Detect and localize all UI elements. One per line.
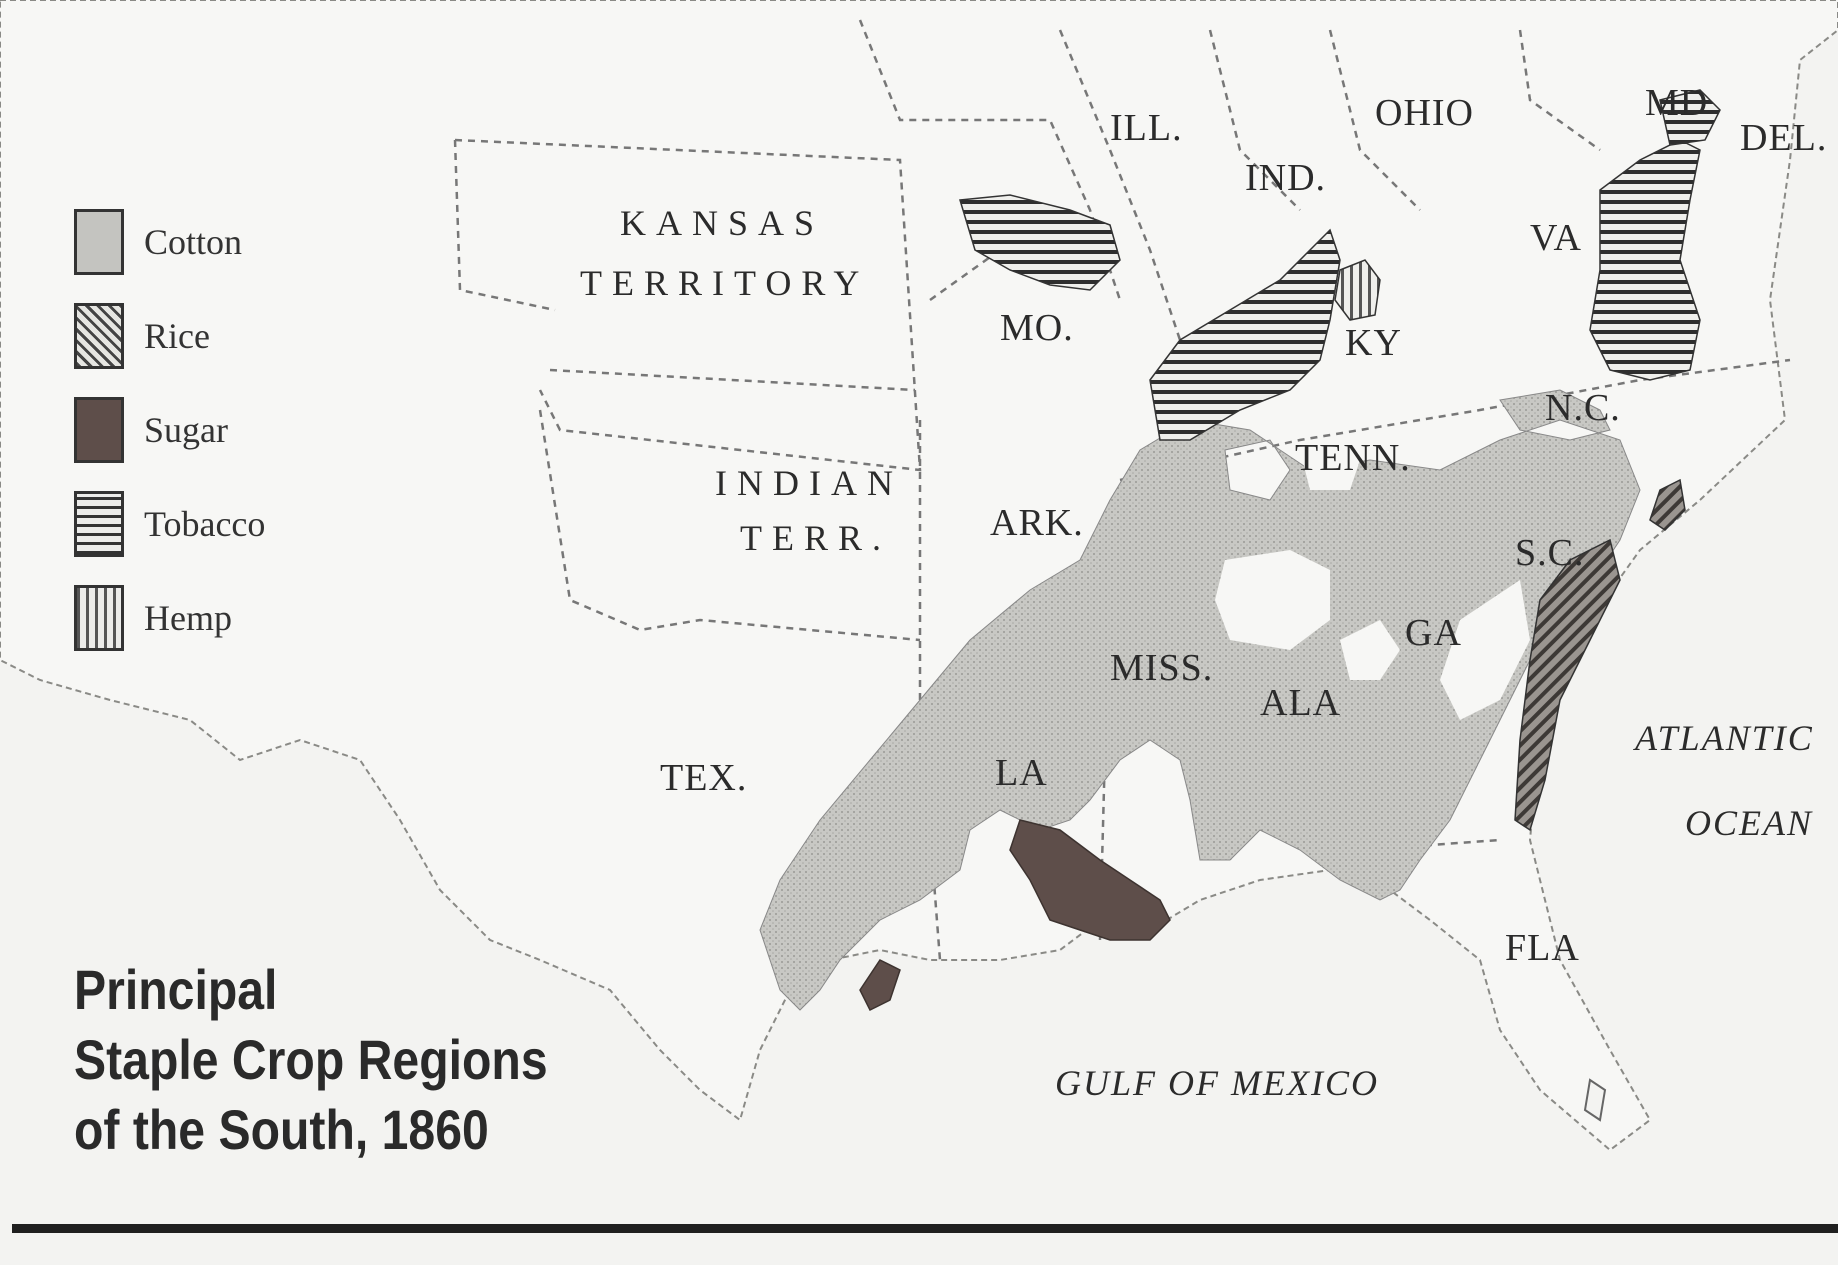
label-miss: MISS. — [1110, 647, 1213, 689]
tobacco-region-mo — [959, 194, 1121, 291]
label-tenn: TENN. — [1295, 437, 1411, 479]
rice-region-nc — [1649, 478, 1686, 531]
sugar-region-la — [1009, 819, 1171, 941]
legend-item-tobacco: Tobacco — [74, 477, 265, 571]
label-terr: TERR. — [740, 518, 891, 558]
legend-item-cotton: Cotton — [74, 195, 265, 289]
cotton-gap-3 — [1340, 620, 1400, 680]
label-ill: ILL. — [1110, 107, 1183, 149]
legend: Cotton Rice Sugar Tobacco Hemp — [74, 195, 265, 665]
tobacco-swatch — [74, 491, 124, 557]
title-line-3: of the South, 1860 — [74, 1098, 489, 1161]
legend-item-sugar: Sugar — [74, 383, 265, 477]
label-ala: ALA — [1260, 682, 1341, 724]
label-indian: INDIAN — [715, 463, 903, 503]
cotton-gap-2 — [1300, 440, 1360, 490]
legend-label-cotton: Cotton — [144, 222, 243, 262]
bottom-rule — [12, 1224, 1838, 1233]
label-ind: IND. — [1245, 157, 1326, 199]
label-ga: GA — [1405, 612, 1462, 654]
label-del: DEL. — [1740, 117, 1827, 159]
cotton-swatch — [74, 209, 124, 275]
label-ohio: OHIO — [1375, 92, 1474, 134]
label-kansas: KANSAS — [620, 203, 824, 243]
label-territory: TERRITORY — [580, 263, 869, 303]
rice-swatch — [74, 303, 124, 369]
legend-label-tobacco: Tobacco — [144, 504, 266, 544]
label-atlantic: ATLANTIC — [1633, 718, 1814, 758]
label-ark: ARK. — [990, 502, 1084, 544]
cotton-gap-4 — [1440, 580, 1530, 720]
label-tex: TEX. — [660, 757, 747, 799]
legend-item-hemp: Hemp — [74, 571, 265, 665]
title-line-1: Principal — [74, 958, 278, 1021]
sugar-region-tex — [859, 959, 901, 1012]
map-title: Principal Staple Crop Regions of the Sou… — [74, 955, 548, 1165]
label-ky: KY — [1345, 322, 1402, 364]
tobacco-region-ky-tn — [1149, 228, 1341, 441]
title-line-2: Staple Crop Regions — [74, 1028, 548, 1091]
legend-item-rice: Rice — [74, 289, 265, 383]
label-mo: MO. — [1000, 307, 1074, 349]
label-md: MD — [1645, 82, 1708, 124]
legend-label-sugar: Sugar — [144, 410, 228, 450]
legend-label-rice: Rice — [144, 316, 210, 356]
label-gulf: GULF OF MEXICO — [1055, 1063, 1379, 1103]
tobacco-region-md — [1659, 89, 1721, 146]
rice-region-sc-ga — [1514, 538, 1621, 832]
label-fla: FLA — [1505, 927, 1580, 969]
lake-okeechobee — [1583, 1078, 1607, 1122]
sugar-swatch — [74, 397, 124, 463]
label-la: LA — [995, 752, 1048, 794]
hemp-swatch — [74, 585, 124, 651]
cotton-gap-1 — [1215, 550, 1330, 650]
label-nc: N.C. — [1545, 387, 1621, 429]
map-labels: ILL. OHIO MD DEL. IND. VA KY MO. KANSAS … — [580, 82, 1827, 1103]
label-sc: S.C. — [1515, 532, 1584, 574]
hemp-region-ky — [1334, 259, 1381, 321]
label-ocean: OCEAN — [1685, 803, 1813, 843]
cotton-region — [759, 389, 1641, 1011]
legend-label-hemp: Hemp — [144, 598, 232, 638]
label-va: VA — [1530, 217, 1582, 259]
